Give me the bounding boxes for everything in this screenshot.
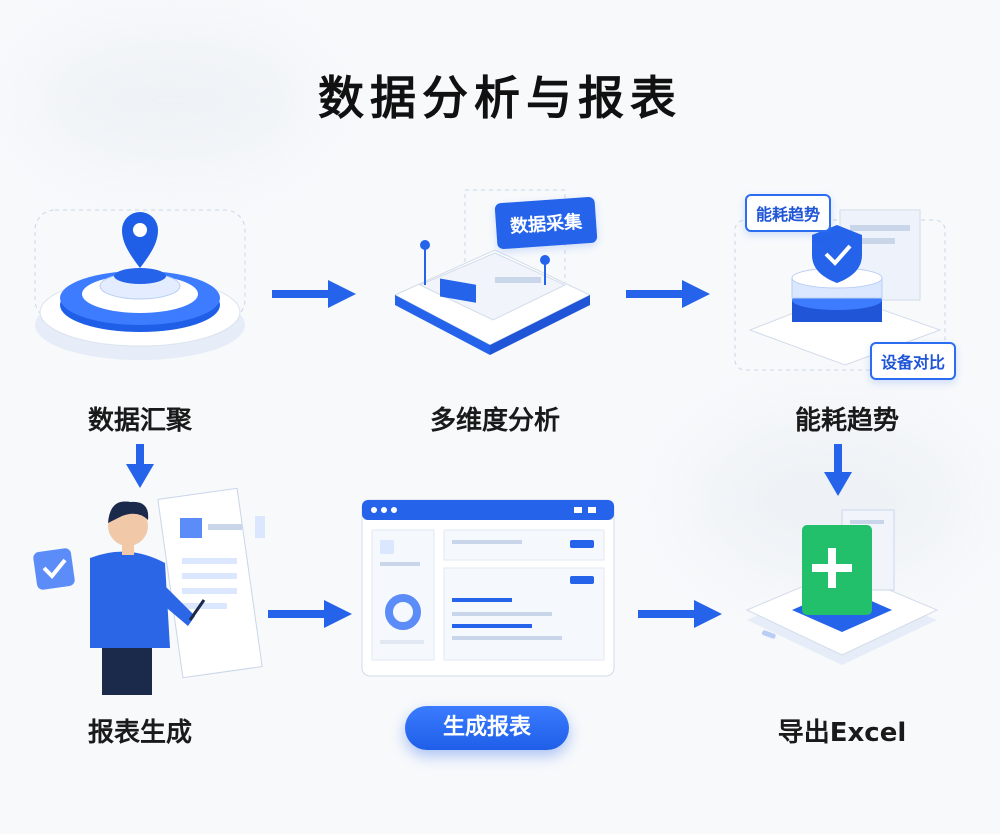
step-label-multi-analysis: 多维度分析: [429, 406, 560, 436]
tag-energy-trend: 能耗趋势: [745, 194, 832, 232]
background-blob: [40, 40, 300, 160]
arrow-down-icon: [126, 444, 154, 488]
location-pin-icon: [122, 212, 158, 268]
checkbox-icon: [33, 548, 75, 590]
arrow-right-icon: [626, 280, 710, 308]
shield-check-icon: [812, 225, 862, 283]
arrow-down-icon: [824, 444, 852, 496]
energy-illustration: [734, 209, 946, 371]
step-label-energy-trend: 能耗趋势: [794, 406, 899, 436]
tag-device-compare: 设备对比: [870, 342, 957, 380]
arrow-right-icon: [272, 280, 356, 308]
aggregate-illustration: [34, 209, 246, 360]
arrow-right-icon: [268, 600, 352, 628]
step-label-report-gen: 报表生成: [87, 718, 192, 748]
analysis-illustration: [393, 189, 592, 355]
generate-report-button[interactable]: 生成报表: [405, 706, 569, 750]
arrow-right-icon: [638, 600, 722, 628]
page-title: 数据分析与报表: [318, 71, 682, 125]
export-illustration: [745, 509, 939, 665]
dashboard-illustration: [361, 499, 615, 677]
step-label-aggregate: 数据汇聚: [87, 406, 192, 436]
person-figure: [90, 501, 206, 695]
step-label-export-excel: 导出Excel: [777, 718, 907, 748]
report-person-illustration: [33, 487, 265, 695]
excel-plus-icon: [802, 525, 872, 615]
tag-data-collect: 数据采集: [494, 196, 598, 250]
